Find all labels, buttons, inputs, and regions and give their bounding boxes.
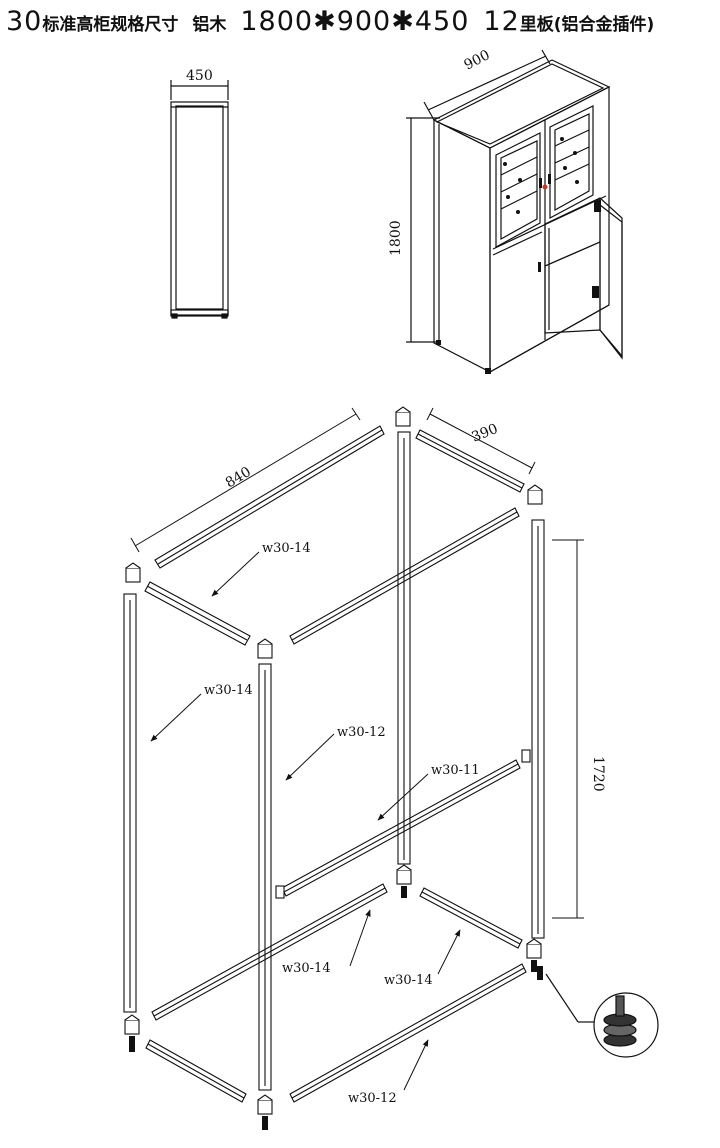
title-series-number: 30 (6, 6, 43, 37)
height-dimension: 1800 (388, 220, 404, 256)
label-top-beam: w30-14 (262, 541, 311, 556)
label-bottom-beam-b: w30-14 (384, 973, 433, 988)
center-front-post (258, 663, 272, 1091)
exploded-frame (123, 425, 545, 1103)
post-height-dimension: 1720 (590, 756, 606, 792)
cabinet-perspective (406, 49, 623, 374)
title-size: 1800✱900✱450 (240, 6, 470, 37)
title-material: 铝木 (192, 15, 227, 35)
title-series-text: 标准高柜规格尺寸 (42, 15, 179, 35)
label-center-post: w30-12 (337, 725, 386, 740)
front-width-dimension: 900 (462, 47, 493, 73)
label-bottom-beam-a: w30-14 (282, 961, 331, 976)
top-middle-beam (289, 507, 520, 645)
top-back-beam (154, 425, 385, 569)
label-left-post: w30-14 (204, 683, 253, 698)
depth-beam-dimension: 390 (470, 421, 501, 446)
leveling-feet (129, 886, 543, 1130)
title-shelf-text: 里板(铝合金插件) (519, 15, 655, 35)
beam-length-dimension: 840 (223, 464, 254, 491)
side-width-dimension: 450 (186, 68, 213, 84)
shelf-beam (281, 759, 521, 897)
cabinet-details (436, 137, 601, 374)
bottom-right-depth-beam (419, 887, 523, 949)
top-right-depth-beam (415, 429, 525, 493)
bottom-back-beam (151, 883, 388, 1021)
corner-connectors (124, 406, 543, 1115)
right-post (531, 519, 545, 939)
left-post (123, 593, 137, 1013)
center-back-post (397, 431, 411, 865)
foot-detail-callout (545, 973, 659, 1058)
exploded-dimensions (130, 407, 584, 919)
side-view (170, 80, 229, 319)
leader-lines (150, 551, 461, 1091)
bottom-front-beam (289, 963, 527, 1103)
label-shelf-beam: w30-11 (431, 763, 480, 778)
top-front-beam (144, 581, 251, 646)
label-bottom-front-beam: w30-12 (348, 1091, 397, 1106)
bottom-left-beam (145, 1039, 247, 1103)
title-shelf-number: 12 (483, 6, 520, 37)
page-title: 30标准高柜规格尺寸铝木 1800✱900✱450 12里板(铝合金插件) (6, 6, 654, 37)
